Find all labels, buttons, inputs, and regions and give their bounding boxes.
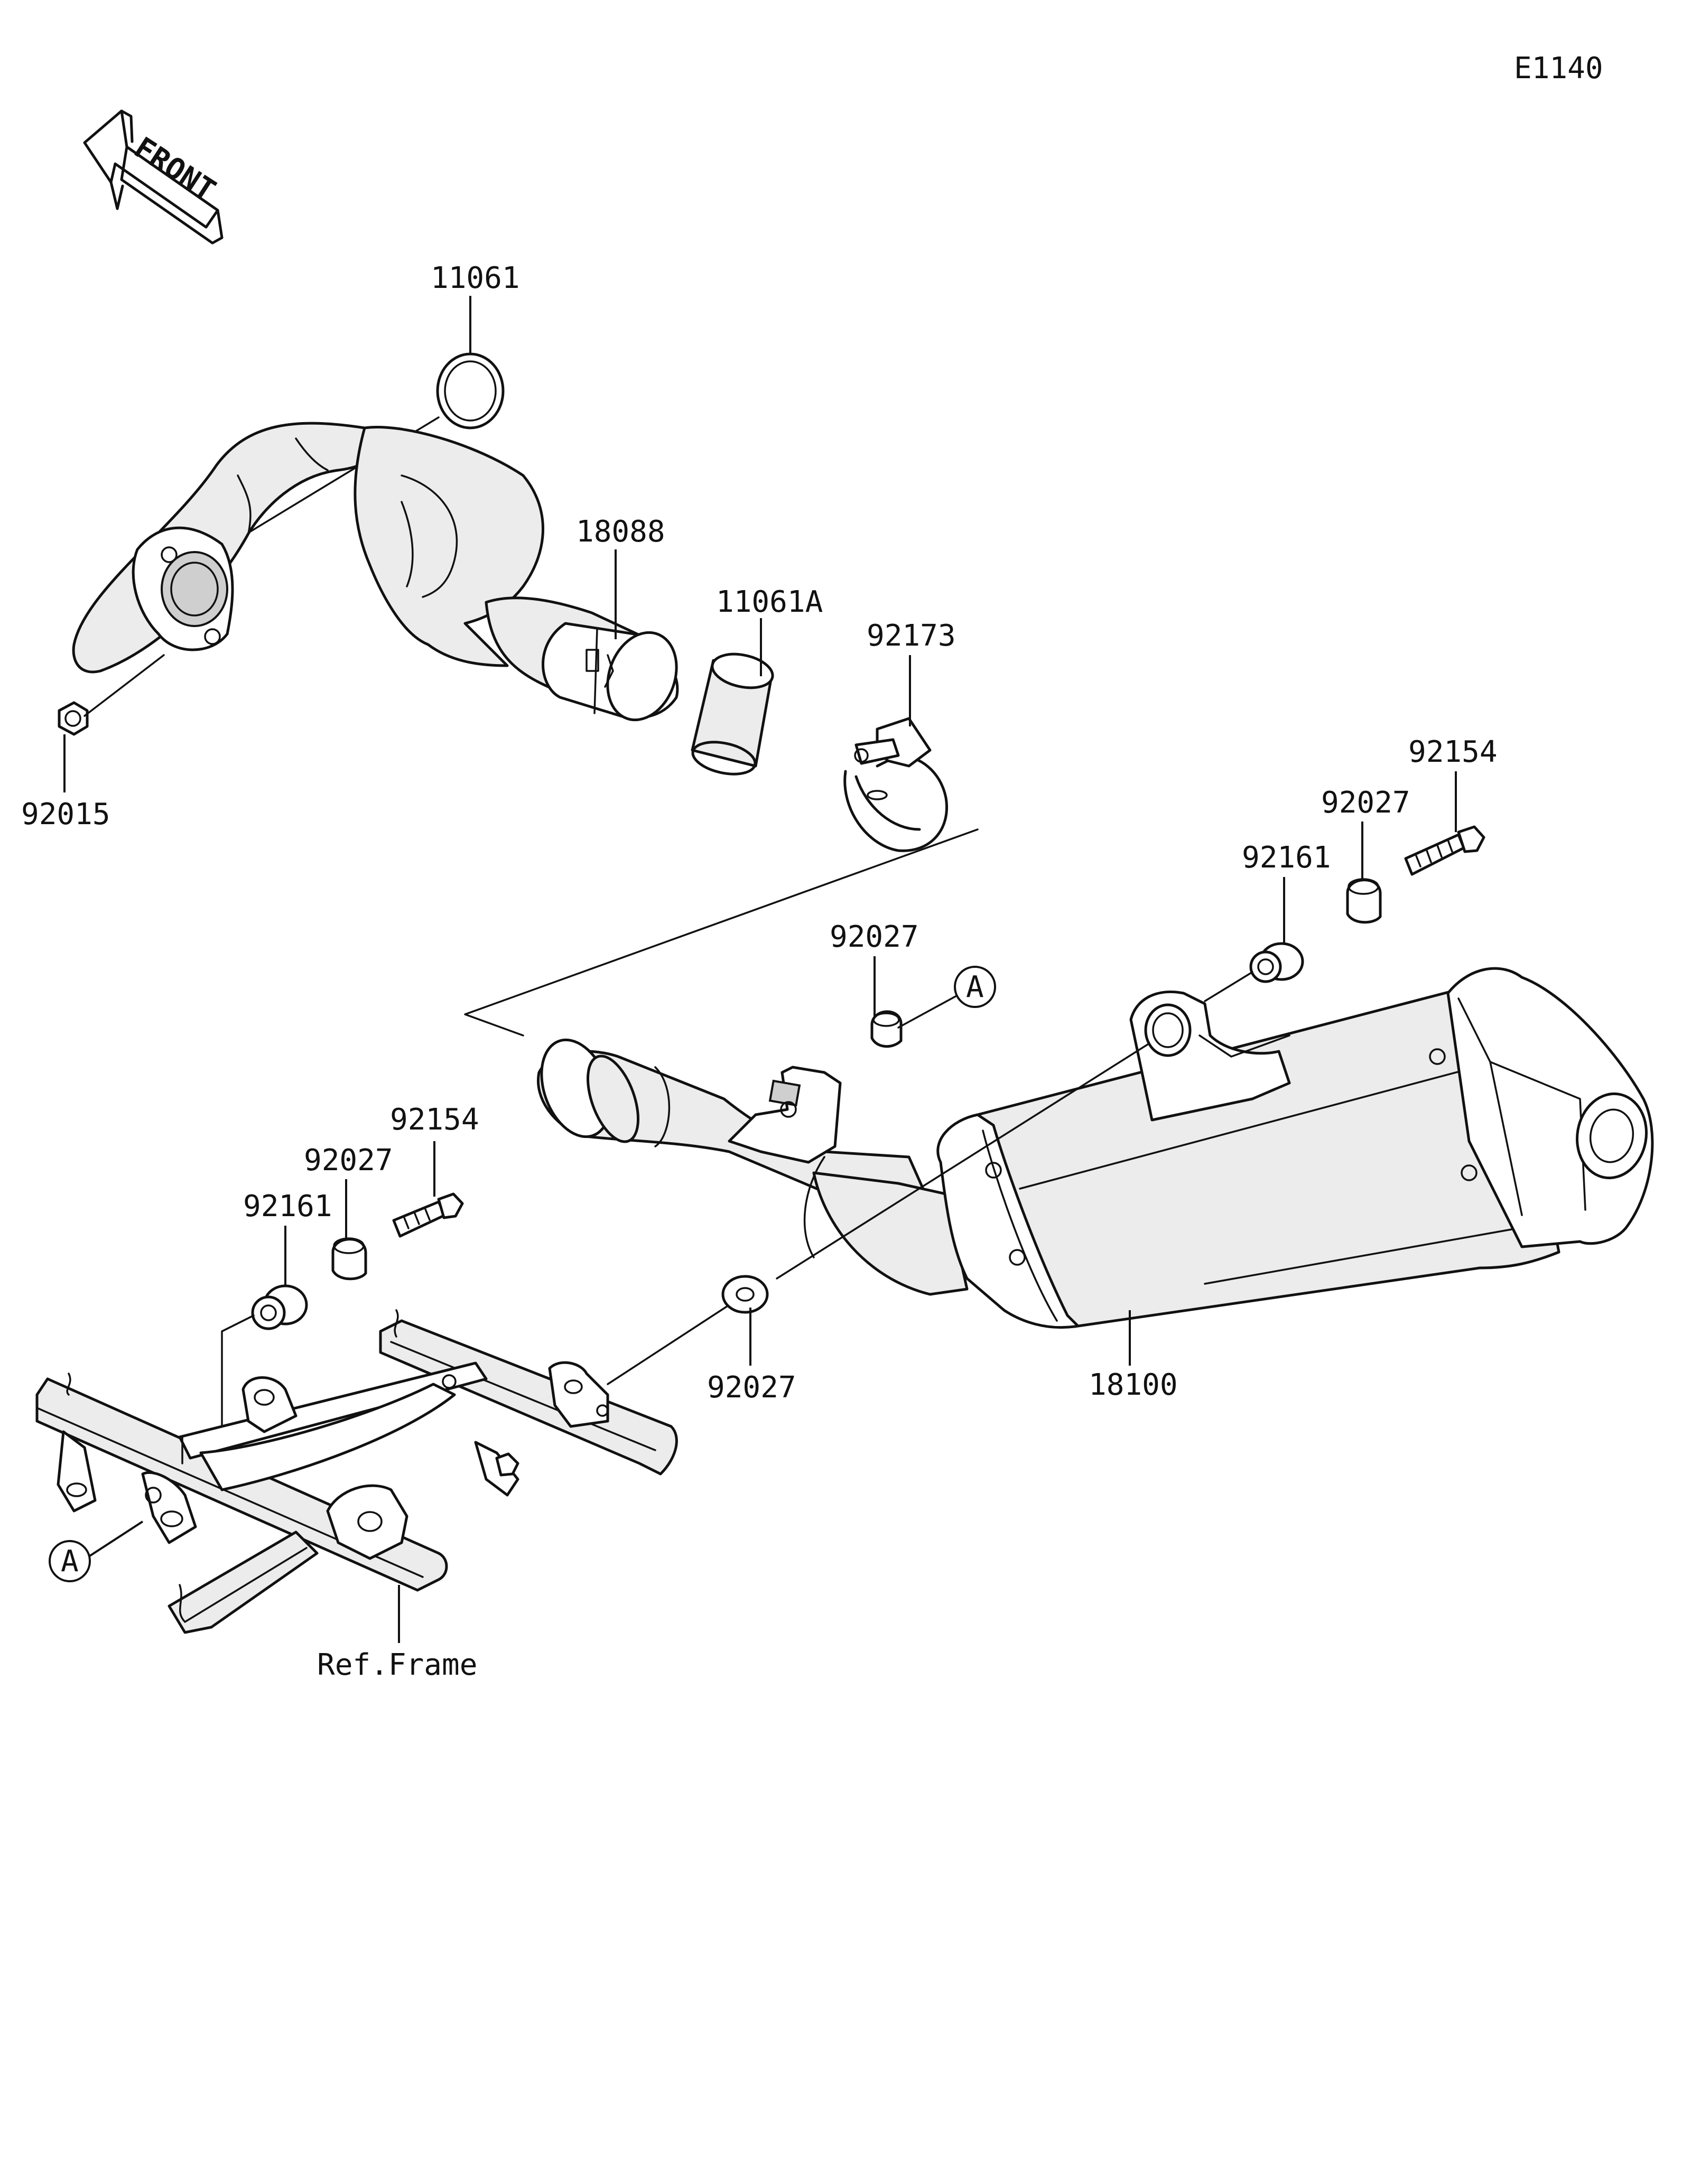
label-92173: 92173 (867, 619, 956, 653)
exhaust-pipe-18088[interactable] (72, 422, 688, 730)
callout-a-upper-label: A (966, 970, 984, 1004)
label-92015: 92015 (21, 797, 110, 832)
grommet-92161-right[interactable] (1249, 942, 1304, 983)
label-92027-left: 92027 (304, 1143, 393, 1178)
bolt-92154-left[interactable] (392, 1192, 464, 1238)
gasket-sleeve-11061A[interactable] (690, 649, 775, 779)
label-92027-lower: 92027 (707, 1370, 796, 1405)
label-92154-right: 92154 (1408, 735, 1498, 769)
gasket-11061[interactable] (436, 352, 505, 430)
bolt-92154-right[interactable] (1404, 825, 1485, 876)
collar-92027-center[interactable] (870, 1010, 903, 1048)
centerline-washer-frame (607, 1304, 730, 1385)
ref-frame-label: Ref.Frame (317, 1648, 477, 1682)
nut-92015[interactable] (58, 701, 89, 736)
collar-92027-left[interactable] (331, 1237, 367, 1281)
label-92154-left: 92154 (390, 1103, 479, 1137)
front-arrow-icon: FRONT (83, 109, 224, 245)
collar-92027-right[interactable] (1346, 878, 1382, 924)
muffler-18100[interactable] (529, 967, 1654, 1329)
alignment-bracket (464, 828, 979, 1037)
label-92161-left: 92161 (243, 1189, 332, 1224)
label-18088: 18088 (576, 515, 665, 549)
callout-marker-a-upper: A (954, 966, 996, 1008)
label-92027-right: 92027 (1321, 786, 1410, 820)
label-92027-center: 92027 (830, 920, 919, 954)
centerline-92015 (83, 654, 165, 717)
label-11061A: 11061A (716, 585, 823, 619)
centerline-grommet-left (221, 1314, 255, 1438)
clamp-92173[interactable] (843, 717, 948, 852)
centerline-bracket-washer (776, 1042, 1150, 1280)
label-92161-right: 92161 (1242, 841, 1331, 875)
washer-92027-lower[interactable] (721, 1275, 769, 1314)
centerline-collar-center (897, 995, 958, 1029)
leader-callout-a-lower (89, 1520, 144, 1557)
grommet-92161-left[interactable] (251, 1284, 308, 1330)
reference-frame (35, 1309, 678, 1634)
label-11061: 11061 (431, 261, 520, 295)
callout-marker-a-lower: A (49, 1540, 91, 1582)
diagram-code: E1140 (1514, 51, 1603, 86)
callout-a-lower-label: A (61, 1544, 79, 1579)
centerline-grommet-right (1204, 971, 1253, 1002)
label-18100: 18100 (1089, 1368, 1178, 1402)
